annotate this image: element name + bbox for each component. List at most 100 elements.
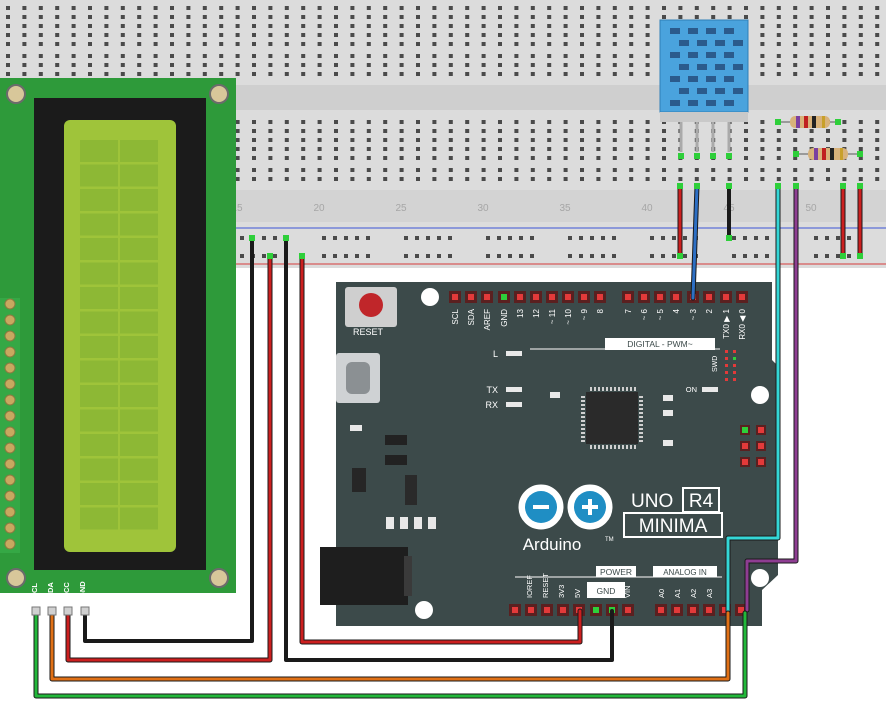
breadboard-hole: [268, 63, 273, 67]
breadboard-hole: [235, 156, 240, 160]
breadboard-rail-holes: [240, 236, 862, 258]
breadboard-hole: [416, 138, 420, 142]
breadboard-hole: [530, 33, 535, 37]
breadboard-hole: [793, 156, 798, 160]
breadboard-hole: [842, 6, 847, 10]
icsp-pin-hole: [742, 443, 748, 449]
digital-header: [449, 291, 748, 303]
breadboard-hole: [629, 156, 634, 160]
breadboard-hole: [776, 63, 781, 67]
rail-hole: [732, 236, 736, 240]
header-pin-hole: [560, 607, 566, 613]
resistor-band: [822, 148, 826, 160]
breadboard-hole: [612, 42, 617, 46]
breadboard-hole: [793, 15, 798, 19]
rail-hole: [448, 236, 452, 240]
breadboard-hole-active: [694, 153, 700, 159]
breadboard-hole: [842, 63, 847, 67]
board-name-uno: UNO: [631, 491, 673, 512]
breadboard-hole: [481, 156, 486, 160]
breadboard-hole: [842, 15, 847, 19]
breadboard-hole: [563, 156, 568, 160]
dht-vent: [670, 100, 680, 106]
breadboard-hole: [793, 168, 798, 172]
rail-hole: [743, 236, 747, 240]
breadboard-hole: [580, 147, 584, 151]
breadboard-hole: [219, 24, 224, 28]
smd-component: [663, 410, 673, 416]
arduino-pcb: [336, 282, 778, 626]
digital-pin-label: 2: [705, 308, 714, 313]
rail-hole: [497, 236, 501, 240]
lcd-cell: [80, 287, 118, 309]
rail-hole: [508, 254, 512, 258]
breadboard-hole: [465, 72, 470, 76]
breadboard-hole: [432, 138, 437, 142]
breadboard-hole: [432, 63, 437, 67]
swd-pin: [725, 350, 728, 353]
breadboard-hole: [22, 33, 27, 37]
dht-vent: [706, 76, 716, 82]
mcu-pin: [581, 408, 585, 410]
breadboard-hole: [514, 6, 519, 10]
breadboard-hole-active: [793, 151, 799, 157]
breadboard-hole: [301, 42, 306, 46]
mcu-pin: [581, 396, 585, 398]
breadboard-hole-active: [857, 151, 863, 157]
breadboard-hole: [416, 33, 420, 37]
breadboard-hole: [596, 24, 601, 28]
breadboard-hole: [662, 156, 666, 160]
rail-hole: [448, 254, 452, 258]
breadboard-hole: [744, 15, 748, 19]
breadboard-hole: [170, 15, 174, 19]
reset-button-cap[interactable]: [359, 293, 383, 317]
breadboard-hole: [563, 138, 568, 142]
breadboard-hole: [530, 72, 535, 76]
dht-vent: [733, 64, 743, 70]
breadboard-hole: [317, 6, 322, 10]
rail-hole: [355, 236, 359, 240]
breadboard-hole: [858, 72, 863, 76]
breadboard-hole: [596, 147, 601, 151]
breadboard-hole: [465, 177, 470, 181]
arduino-logo: Arduino TM: [518, 484, 614, 554]
breadboard-hole: [809, 15, 814, 19]
breadboard-hole: [317, 120, 322, 124]
breadboard-hole: [760, 54, 765, 58]
breadboard-hole: [563, 6, 568, 10]
breadboard-hole: [858, 54, 863, 58]
breadboard-hole: [793, 129, 798, 133]
breadboard-hole: [350, 42, 355, 46]
breadboard-hole-active: [775, 119, 781, 125]
led-label-l: L: [493, 349, 498, 359]
breadboard-hole: [629, 168, 634, 172]
breadboard-hole: [514, 168, 519, 172]
breadboard-hole: [317, 54, 322, 58]
breadboard-hole: [252, 138, 256, 142]
mcu-pin: [614, 387, 616, 391]
breadboard-hole: [580, 54, 584, 58]
breadboard-hole: [858, 156, 863, 160]
breadboard-hole: [88, 15, 92, 19]
breadboard-hole: [317, 42, 322, 46]
rail-hole: [601, 236, 605, 240]
breadboard-hole: [481, 120, 486, 124]
breadboard-hole: [760, 42, 765, 46]
board-name-minima-box: [623, 512, 723, 538]
smd-components: [350, 392, 673, 529]
rail-hole: [612, 254, 616, 258]
wire-board-5v: [300, 254, 582, 644]
mounting-hole: [421, 288, 439, 306]
breadboard-hole: [383, 72, 388, 76]
breadboard-hole: [662, 138, 666, 142]
breadboard-hole: [596, 15, 601, 19]
header-pin-hole: [674, 607, 680, 613]
breadboard-hole: [399, 120, 404, 124]
dht-vent: [670, 52, 680, 58]
mcu-pin: [634, 387, 636, 391]
dht-vent: [688, 76, 698, 82]
breadboard-hole: [711, 6, 716, 10]
breadboard-hole: [481, 15, 486, 19]
resistor: [778, 116, 838, 128]
breadboard-hole: [6, 6, 10, 10]
